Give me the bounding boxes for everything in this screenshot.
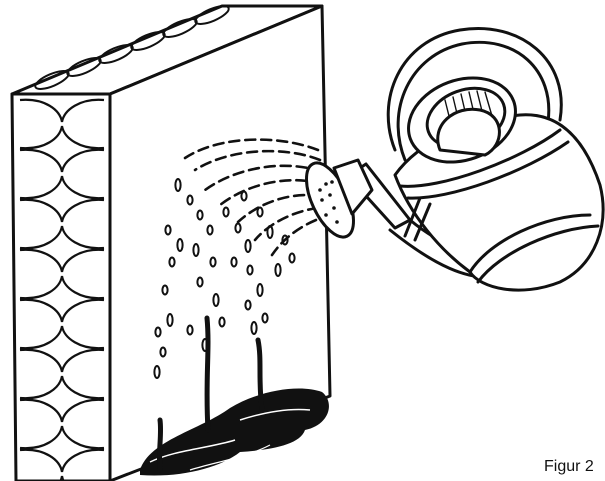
figure-caption: Figur 2 (544, 458, 594, 476)
watering-can-icon (297, 28, 603, 290)
